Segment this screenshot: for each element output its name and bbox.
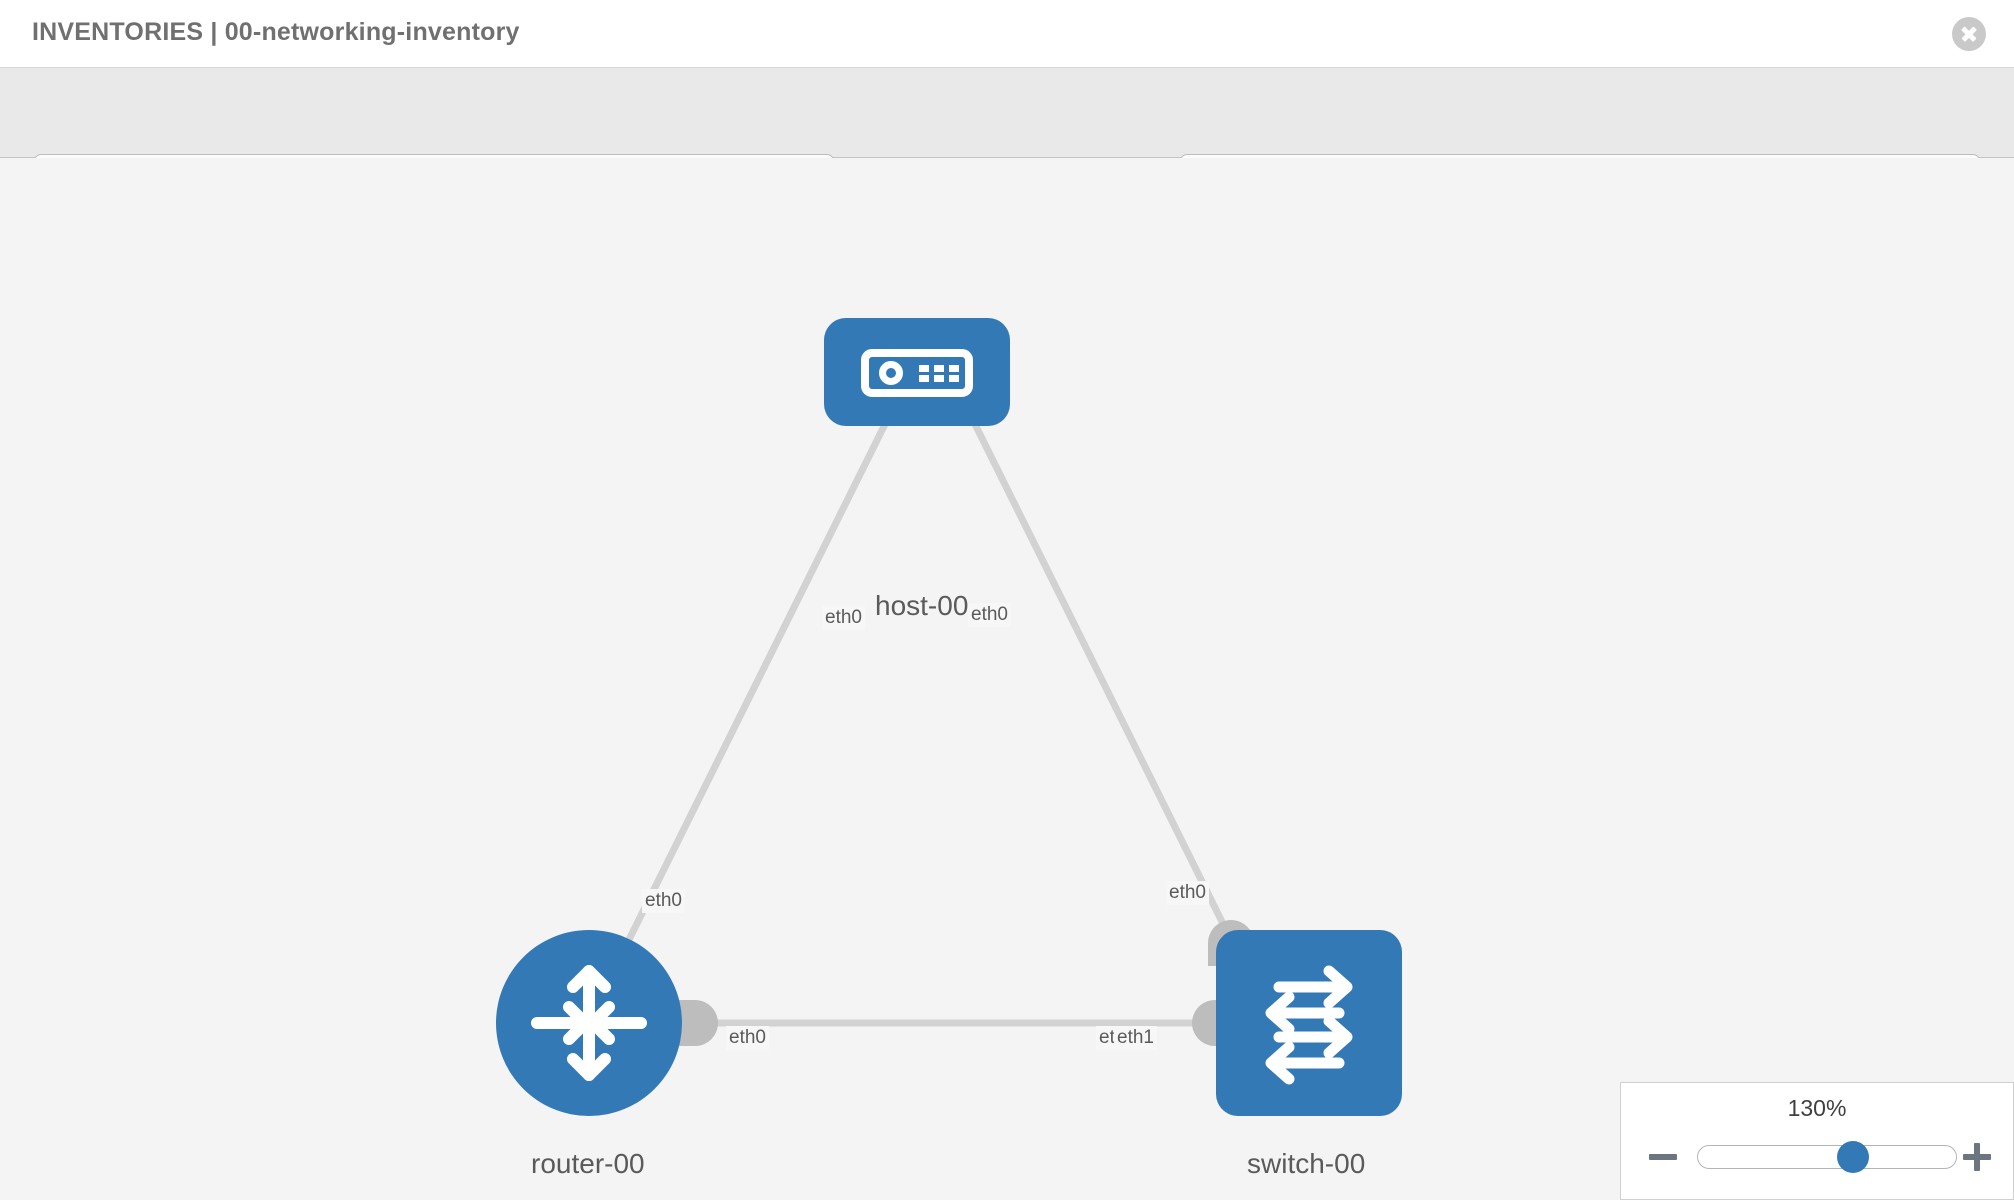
- topology-node-host-00[interactable]: [824, 318, 1010, 426]
- zoom-out-button[interactable]: [1649, 1143, 1677, 1171]
- switch-arrows-icon: [1265, 965, 1353, 1085]
- topology-node-router-00[interactable]: [496, 930, 682, 1116]
- zoom-in-button[interactable]: [1963, 1143, 1991, 1171]
- toolbar: ACTIONS SEARCH: [0, 68, 2014, 210]
- server-icon: [861, 349, 973, 397]
- zoom-level-value: 130%: [1787, 1095, 1847, 1121]
- router-arrows-icon: [531, 965, 647, 1081]
- page-title: INVENTORIES | 00-networking-inventory: [32, 18, 520, 46]
- topology-edges: [596, 392, 1244, 1027]
- zoom-slider-thumb[interactable]: [1836, 1141, 1869, 1173]
- page-header: INVENTORIES | 00-networking-inventory: [0, 0, 2014, 68]
- close-icon[interactable]: [1952, 17, 1986, 51]
- topology-canvas[interactable]: host-00 router-0: [0, 158, 2014, 1200]
- topology-node-switch-00[interactable]: [1216, 930, 1402, 1116]
- zoom-slider-track[interactable]: [1697, 1141, 1957, 1173]
- zoom-control-panel: 130%: [1620, 1082, 2014, 1200]
